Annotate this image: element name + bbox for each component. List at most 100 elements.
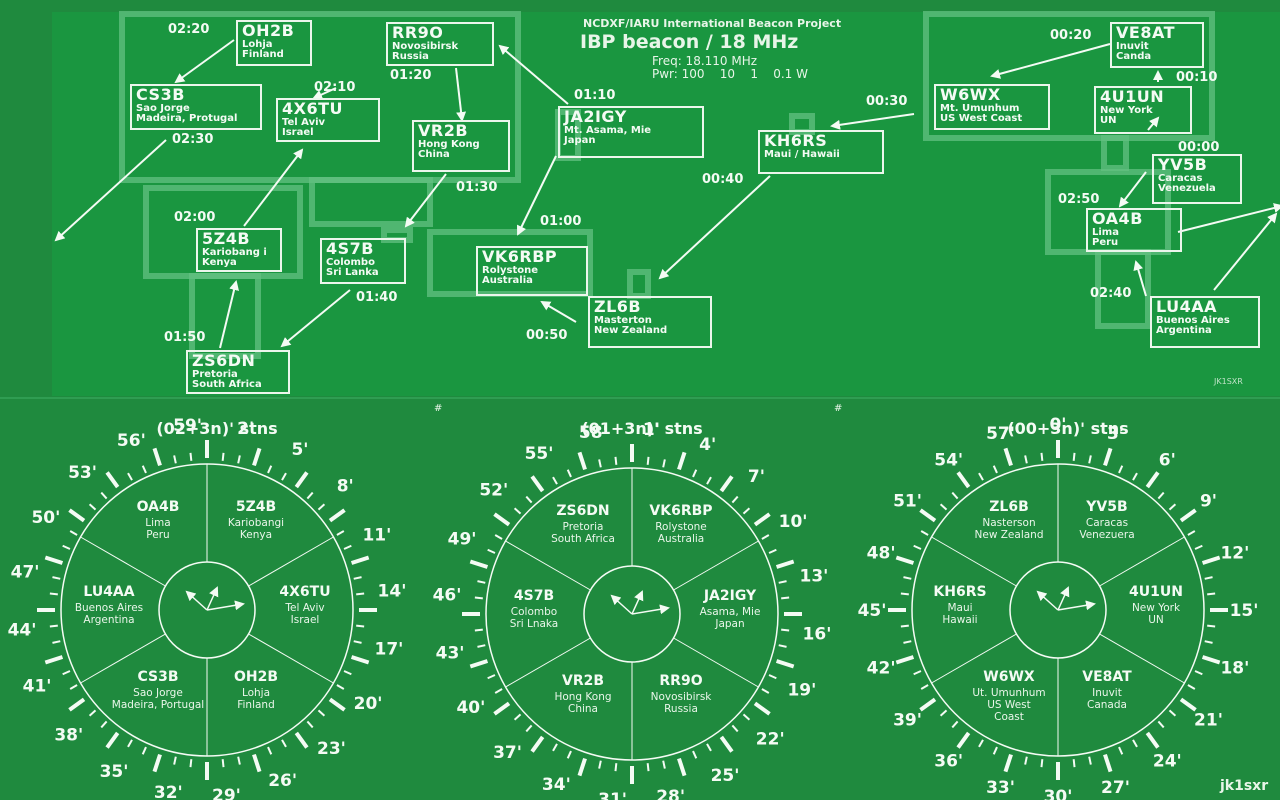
sector-call: LU4AA (83, 584, 134, 600)
dial-tick (237, 455, 241, 464)
route-arrow (1147, 116, 1160, 131)
dial-tick (753, 701, 771, 716)
dial-tick (577, 451, 587, 471)
dial-tick (494, 688, 503, 694)
dial-tick (68, 508, 86, 523)
station-country: Canda (1116, 51, 1152, 63)
dial-tick (1179, 697, 1197, 712)
station-country: South Africa (192, 379, 262, 391)
minute-label: 2' (237, 419, 254, 439)
dial-tick (353, 640, 362, 644)
dial-tick (1187, 684, 1196, 690)
dial-tick (469, 659, 489, 669)
sector-country: China (568, 703, 598, 715)
dial-tick (173, 455, 177, 464)
station-call: 4X6TU (282, 99, 344, 118)
dial-tick (768, 674, 777, 680)
dial-tick (100, 491, 108, 500)
station-country: Sri Lanka (326, 267, 379, 279)
minute-label: 59' (173, 416, 202, 436)
route-arrow (174, 39, 235, 84)
time-label: 00:40 (702, 172, 744, 187)
dial-tick (127, 739, 133, 748)
dial-tick (49, 624, 58, 628)
sector-call: YV5B (1085, 499, 1127, 515)
dial-tick (956, 731, 971, 749)
dial-tick (646, 456, 650, 465)
dial-tick (141, 465, 147, 474)
sector-call: 4X6TU (279, 584, 330, 600)
sector-call: ZS6DN (556, 503, 609, 519)
minute-label: 45' (858, 601, 887, 621)
minute-label: 23' (317, 739, 346, 759)
dial-tick (493, 701, 511, 716)
sector-call: OH2B (234, 669, 278, 685)
dial-tick (189, 452, 193, 461)
minute-label: 52' (479, 481, 508, 501)
station-country: Australia (482, 275, 533, 287)
minute-label: 10' (779, 512, 808, 532)
sector-call: VK6RBP (649, 503, 712, 519)
time-label: 00:00 (1178, 140, 1220, 155)
dial-tick (719, 475, 734, 493)
minute-label: 11' (362, 525, 391, 545)
station-country: Peru (1092, 237, 1119, 249)
dial-tick (1157, 720, 1165, 729)
dial-tick (951, 720, 959, 729)
dial-tick (100, 720, 108, 729)
station-location: Rolystone (482, 264, 539, 276)
station-location: Colombo (326, 256, 375, 268)
station-location: Kariobang i (202, 246, 267, 258)
sector-country: Venezuera (1079, 529, 1134, 541)
minute-label: 48' (867, 544, 896, 564)
minute-label: 17' (374, 640, 403, 660)
minute-label: 35' (100, 762, 129, 782)
route-arrow (540, 300, 577, 323)
route-frame (309, 177, 433, 227)
minute-label: 39' (893, 710, 922, 730)
sector-country: New Zealand (975, 529, 1044, 541)
route-arrow (1118, 171, 1147, 208)
dial-tick (525, 724, 533, 733)
minute-label: 4' (699, 435, 716, 455)
dial-tick (350, 655, 370, 665)
dial-tick (530, 475, 545, 493)
dial-tick (706, 743, 712, 752)
dial-tick (577, 757, 587, 777)
sector-divider (505, 540, 591, 591)
dial-tick (353, 576, 362, 580)
dial-tick (903, 576, 912, 580)
dial-tick (105, 731, 120, 749)
time-label: 01:30 (456, 180, 498, 195)
station-call: OH2B (242, 21, 295, 40)
minute-label: 32' (154, 783, 183, 800)
station-call: RR9O (392, 23, 444, 42)
station-location: Mt. Asama, Mie (564, 124, 652, 136)
station-call: OA4B (1092, 209, 1143, 228)
dial-tick (552, 476, 558, 485)
time-label: 01:50 (164, 330, 206, 345)
dial-tick (1118, 746, 1124, 755)
dial-tick (939, 503, 948, 511)
station-call: ZS6DN (192, 351, 256, 370)
dial-tick (775, 659, 795, 669)
minute-label: 46' (433, 586, 462, 606)
dial-tick (1157, 491, 1165, 500)
dial-tick (913, 544, 922, 550)
route-frame (381, 227, 413, 243)
station-country: Venezuela (1158, 183, 1216, 195)
dial-tick (69, 684, 78, 690)
dial-tick (900, 624, 909, 628)
dial-tick (939, 709, 948, 717)
sector-call: KH6RS (933, 584, 986, 600)
station-country: New Zealand (594, 325, 668, 337)
dial-tick (474, 628, 483, 632)
dial-tick (978, 472, 984, 481)
sector-call: JA2IGY (703, 588, 757, 604)
